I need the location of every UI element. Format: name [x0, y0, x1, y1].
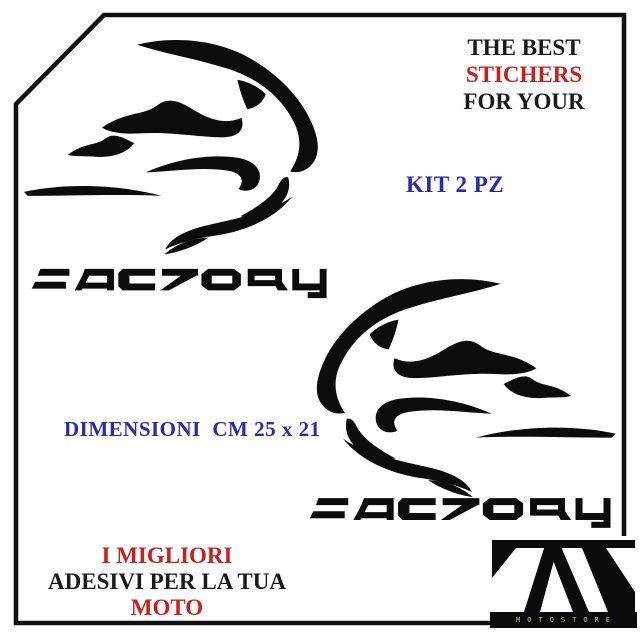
motostore-logo: MOTOSTORE [490, 536, 637, 628]
claim-line-1: I MIGLIORI [101, 543, 233, 568]
dimensions-label: DIMENSIONI CM 25 x 21 [64, 417, 321, 441]
sticker-2-puma-head-icon [316, 279, 616, 498]
sticker-1-puma-head-icon [23, 40, 318, 255]
motostore-label: MOTOSTORE [490, 612, 637, 628]
sticker-2-factory-wordmark: FACTORY [309, 498, 611, 528]
promo-text: THE BEST STICHERS FOR YOUR [440, 34, 608, 115]
claim-line-3: MOTO [130, 595, 204, 620]
promo-line-2: STICHERS [465, 62, 583, 87]
kit-label: KIT 2 PZ [406, 172, 505, 197]
claim-text: I MIGLIORI ADESIVI PER LA TUA MOTO [38, 543, 296, 621]
motostore-monogram-icon [492, 540, 635, 612]
sticker-1-factory-wordmark: FACTORY [31, 268, 327, 299]
promo-line-3: FOR YOUR [463, 89, 585, 114]
claim-line-2: ADESIVI PER LA TUA [48, 569, 286, 594]
promo-line-1: THE BEST [467, 35, 581, 60]
